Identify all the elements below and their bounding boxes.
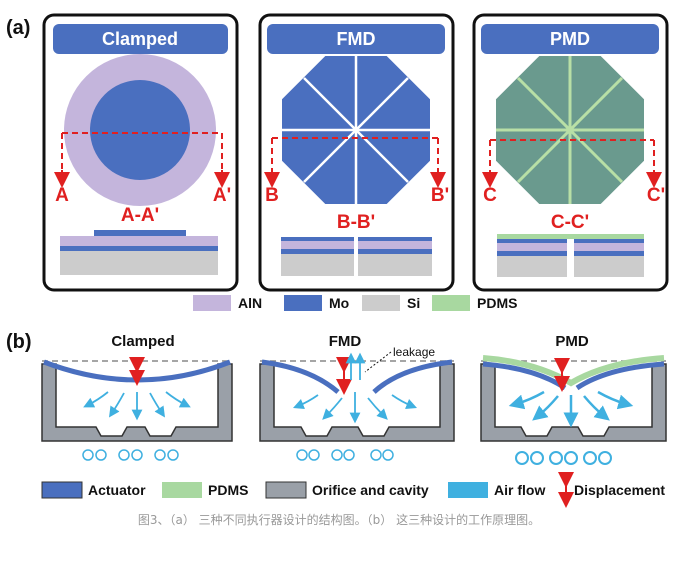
legend-displacement-label: Displacement <box>574 482 665 498</box>
fmd-slits <box>282 56 430 204</box>
b-fmd-cavity <box>259 363 455 442</box>
b-pmd-diagram: PMD <box>480 333 667 465</box>
pmd-title-bar <box>481 24 659 54</box>
legend-actuator-label: Actuator <box>88 482 146 498</box>
clamped-mo-disk <box>90 80 190 180</box>
pmd-card: PMD C C' C-C' <box>472 13 669 292</box>
pmd-label-right: C' <box>647 185 665 206</box>
legend-si-label: Si <box>407 295 420 311</box>
legend-a: AlN Mo Si PDMS <box>193 295 517 311</box>
legend-mo-swatch <box>284 295 322 311</box>
pmd-slits <box>496 56 644 204</box>
legend-aln-label: AlN <box>238 295 262 311</box>
clamped-title-bar <box>53 24 228 54</box>
b-pmd-title: PMD <box>555 333 589 350</box>
b-pmd-actuator-right <box>575 361 665 391</box>
b-fmd-actuator-right <box>372 359 453 394</box>
figure-canvas: (a) Clamped A A' A-A' FMD <box>6 13 669 508</box>
clamped-card: Clamped A A' A-A' <box>42 13 239 292</box>
legend-airflow-label: Air flow <box>494 482 545 498</box>
legend-si-swatch <box>362 295 400 311</box>
pmd-cross-section <box>497 234 644 277</box>
fmd-label-right: B' <box>431 185 449 206</box>
legend-pdms-swatch <box>432 295 470 311</box>
b-fmd-actuator-left <box>261 359 340 394</box>
clamped-title: Clamped <box>102 29 178 49</box>
pmd-title: PMD <box>550 29 590 49</box>
clamped-label-left: A <box>55 185 69 206</box>
clamped-section-label: A-A' <box>121 205 159 226</box>
legend-mo-label: Mo <box>329 295 349 311</box>
legend-b: Actuator PDMS Orifice and cavity Air flo… <box>41 472 665 508</box>
clamped-cross-section <box>60 230 218 275</box>
legend-aln-swatch <box>193 295 231 311</box>
fmd-title: FMD <box>337 29 376 49</box>
fmd-title-bar <box>267 24 445 54</box>
fmd-label-left: B <box>265 185 279 206</box>
b-fmd-diagram: FMD leakage <box>259 333 455 461</box>
b-clamped-title: Clamped <box>111 333 174 350</box>
panel-b-label: (b) <box>6 331 32 353</box>
legend-pdms-b-label: PDMS <box>208 482 248 498</box>
legend-orifice-label: Orifice and cavity <box>312 482 429 498</box>
pmd-label-left: C <box>483 185 497 206</box>
clamped-section-line <box>61 132 223 178</box>
fmd-cross-section <box>281 237 432 276</box>
fmd-card: FMD B B' B-B' <box>258 13 455 292</box>
pmd-section-label: C-C' <box>551 212 589 233</box>
figure-caption: 图3、（a） 三种不同执行器设计的结构图。（b） 这三种设计的工作原理图。 <box>137 513 541 527</box>
clamped-label-right: A' <box>213 185 231 206</box>
b-fmd-leakage: leakage <box>393 345 435 359</box>
legend-pdms-b-swatch <box>162 482 202 498</box>
legend-pdms-label: PDMS <box>477 295 517 311</box>
b-pmd-pdms <box>482 355 665 387</box>
b-pmd-cavity <box>480 363 667 442</box>
legend-airflow-swatch <box>448 482 488 498</box>
b-clamped-cavity <box>41 363 233 442</box>
b-fmd-title: FMD <box>329 333 362 350</box>
b-clamped-diagram: Clamped <box>41 333 233 461</box>
legend-actuator-swatch <box>41 481 83 499</box>
fmd-section-label: B-B' <box>337 212 375 233</box>
panel-a-label: (a) <box>6 17 30 39</box>
legend-orifice-swatch <box>265 481 307 499</box>
